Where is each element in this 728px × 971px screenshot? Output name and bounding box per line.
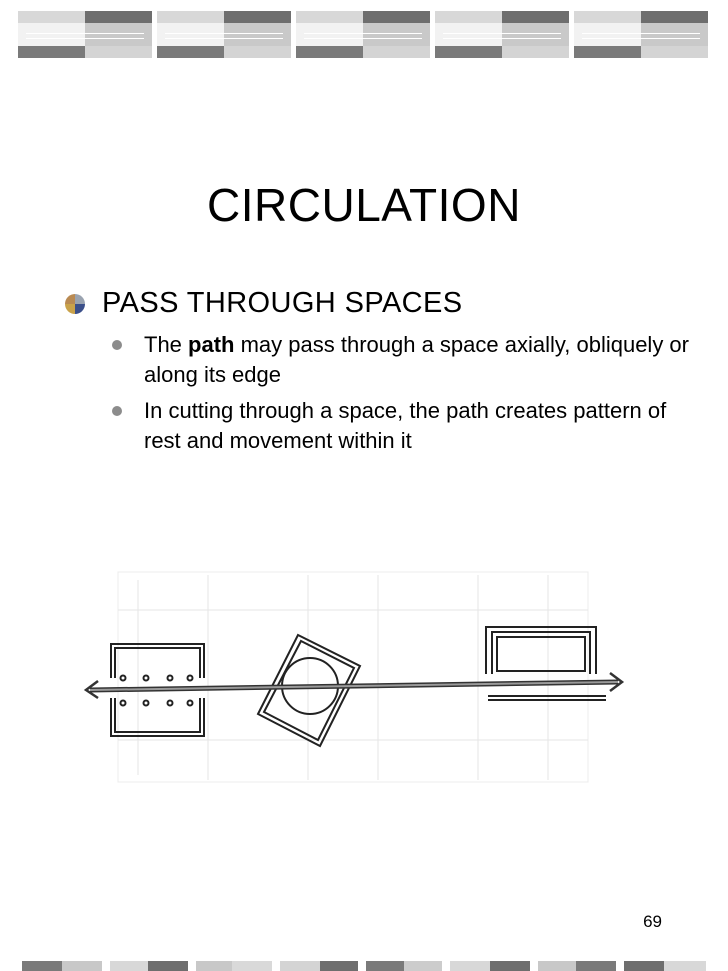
band-tile xyxy=(574,11,710,58)
edge-space xyxy=(485,626,606,701)
sub-bullet-1: The path may pass through a space axiall… xyxy=(112,330,692,390)
bullet-bold-word: path xyxy=(188,332,235,357)
gray-dot-icon xyxy=(112,406,122,416)
slide-title: CIRCULATION xyxy=(207,179,521,231)
path-arrow xyxy=(83,672,625,700)
bullet-text-after: may pass through a space axially, obliqu… xyxy=(144,332,689,387)
oblique-space xyxy=(256,633,362,748)
sub-bullet-text: The path may pass through a space axiall… xyxy=(144,330,692,390)
gray-dot-icon xyxy=(112,340,122,350)
band-tile xyxy=(435,11,569,58)
section-heading: PASS THROUGH SPACES xyxy=(102,287,463,319)
sub-bullet-text: In cutting through a space, the path cre… xyxy=(144,396,692,456)
axial-space xyxy=(110,643,205,737)
sketch-paper-texture xyxy=(117,571,589,783)
pass-through-spaces-sketch xyxy=(83,571,625,783)
bottom-decorative-band xyxy=(0,958,728,971)
band-tile xyxy=(18,11,152,58)
band-tile xyxy=(157,11,291,58)
top-decorative-band xyxy=(0,0,728,70)
heading-bullet-row: PASS THROUGH SPACES xyxy=(64,287,463,320)
band-tile xyxy=(296,11,430,58)
sub-bullet-2: In cutting through a space, the path cre… xyxy=(112,396,692,456)
quartered-pie-icon xyxy=(65,293,85,314)
bullet-text-before: The xyxy=(144,332,189,357)
bullet-text: In cutting through a space, the path cre… xyxy=(144,398,667,453)
page-number: 69 xyxy=(643,912,662,931)
